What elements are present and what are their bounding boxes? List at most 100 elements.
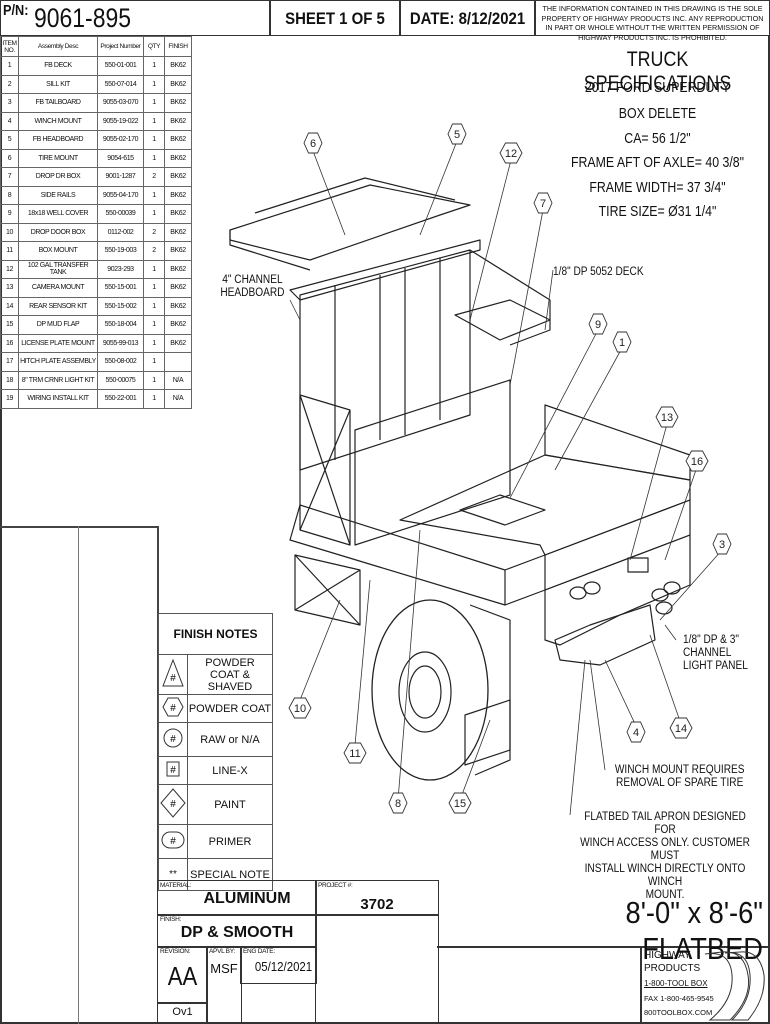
bom-header-desc: Assembly Desc [18, 36, 98, 57]
bom-desc: WIRING INSTALL KIT [18, 389, 98, 409]
item-balloon: 16 [685, 450, 709, 472]
approved-label: APVL BY: [209, 948, 235, 955]
material-label: MATERIAL: [160, 882, 192, 889]
project-value: 3702 [360, 896, 394, 913]
item-balloon: 11 [343, 742, 367, 764]
flatbed-deck [399, 454, 691, 556]
revision-label: REVISION: [160, 948, 191, 955]
item-balloon: 4 [626, 721, 646, 743]
callout-winch-mount: WINCH MOUNT REQUIRES REMOVAL OF SPARE TI… [615, 764, 745, 790]
truck-specs-title: TRUCK SPECIFICATIONS [583, 48, 732, 95]
bom-header-finish: FINISH [164, 36, 192, 57]
callout-tail-apron: FLATBED TAIL APRON DESIGNED FOR WINCH AC… [573, 811, 758, 902]
svg-text:#: # [170, 703, 176, 714]
svg-text:#: # [170, 765, 176, 776]
approved-cell: APVL BY: MSF [206, 946, 242, 1024]
tire-rack [229, 184, 471, 261]
finish-cell: FINISH: DP & SMOOTH [157, 914, 317, 948]
winch-mount [554, 604, 656, 666]
bom-finish: BK62 [164, 148, 192, 168]
drawing-frame-bottom [0, 1022, 770, 1024]
item-balloon: 9 [588, 313, 608, 335]
bill-of-materials: ITEM NO. Assembly Desc Project Number QT… [0, 36, 192, 409]
bom-project-number: 9001-1287 [97, 167, 144, 187]
balloon-number: 8 [395, 798, 401, 810]
material-cell: MATERIAL: ALUMINUM [157, 880, 317, 916]
finish-note-label: POWDER COAT [187, 694, 273, 723]
callout-headboard-text: 4" CHANNEL HEADBOARD [220, 274, 285, 299]
finish-notes-table: FINISH NOTES # POWDER COAT & SHAVED # PO… [158, 613, 273, 891]
callout-winch-mount-text: WINCH MOUNT REQUIRES REMOVAL OF SPARE TI… [614, 764, 745, 789]
item-balloon: 3 [712, 533, 732, 555]
revision-value: AA [167, 961, 198, 991]
balloon-number: 16 [691, 456, 703, 468]
finish-value: DP & SMOOTH [180, 924, 294, 941]
svg-text:#: # [170, 836, 176, 847]
bom-item-no: 19 [0, 389, 19, 409]
finish-note-label: SPECIAL NOTE [187, 858, 273, 891]
part-number-cell: P/N: 9061-895 [0, 0, 270, 36]
company-phone: 1-800-TOOL BOX [644, 979, 708, 988]
bom-finish: BK62 [164, 167, 192, 187]
project-label: PROJECT #: [318, 882, 353, 889]
svg-text:#: # [170, 734, 176, 745]
bom-finish: BK62 [164, 93, 192, 113]
item-balloon: 5 [447, 123, 467, 145]
well-cover [459, 494, 546, 526]
balloon-number: 10 [294, 703, 306, 715]
square-symbol-icon: # [158, 756, 188, 785]
bom-finish: BK62 [164, 185, 192, 205]
balloon-number: 3 [719, 539, 725, 551]
title-block-right-line [437, 946, 770, 948]
balloon-number: 13 [661, 412, 673, 424]
finish-note-label: LINE-X [187, 756, 273, 785]
approved-value: MSF [210, 961, 238, 976]
circle-symbol-icon: # [158, 722, 188, 757]
date-cell: DATE: 8/12/2021 [400, 0, 535, 36]
finish-note-label: PAINT [187, 784, 273, 825]
bom-finish: BK62 [164, 222, 192, 242]
spec-tire-size: TIRE SIZE= Ø31 1/4" [598, 204, 717, 220]
finish-notes-title: FINISH NOTES [158, 613, 273, 655]
balloon-number: 6 [310, 138, 316, 150]
svg-text:#: # [170, 673, 176, 684]
company-fax: FAX 1-800-465-9545 [644, 994, 714, 1003]
spec-vehicle: 2017 FORD SUPERDUTY [584, 80, 731, 96]
callout-headboard: 4" CHANNEL HEADBOARD [220, 274, 284, 300]
sheet-cell: SHEET 1 OF 5 [270, 0, 400, 36]
item-balloon: 7 [533, 192, 553, 214]
bom-desc: 18x18 WELL COVER [18, 204, 98, 224]
eng-date-label: ENG DATE: [243, 948, 275, 955]
left-frame-divider [78, 526, 79, 1024]
callout-light-panel-text: 1/8" DP & 3" CHANNEL LIGHT PANEL [683, 634, 748, 672]
bom-finish: BK62 [164, 204, 192, 224]
finish-note-label: POWDER COAT & SHAVED [187, 654, 273, 695]
side-rails [289, 504, 506, 606]
left-frame-top-line [0, 526, 158, 528]
balloon-number: 9 [595, 319, 601, 331]
spec-frame-width: FRAME WIDTH= 37 3/4" [589, 180, 726, 196]
version-value: Ov1 [172, 1006, 193, 1018]
bom-finish: BK62 [164, 130, 192, 150]
eng-date-cell: ENG DATE: 05/12/2021 [240, 946, 317, 984]
balloon-number: 7 [540, 198, 546, 210]
blank-cell [315, 914, 439, 1024]
bom-desc: DROP DR BOX [18, 167, 98, 187]
callout-light-panel: 1/8" DP & 3" CHANNEL LIGHT PANEL [683, 634, 748, 673]
rounded-rect-symbol-icon: # [158, 824, 188, 859]
balloon-number: 1 [619, 337, 625, 349]
item-balloon: 8 [388, 792, 408, 814]
company-web: 800TOOLBOX.COM [644, 1008, 713, 1017]
item-balloon: 14 [669, 717, 693, 739]
bom-finish: N/A [164, 389, 192, 409]
bom-item-no: 6 [0, 148, 19, 168]
